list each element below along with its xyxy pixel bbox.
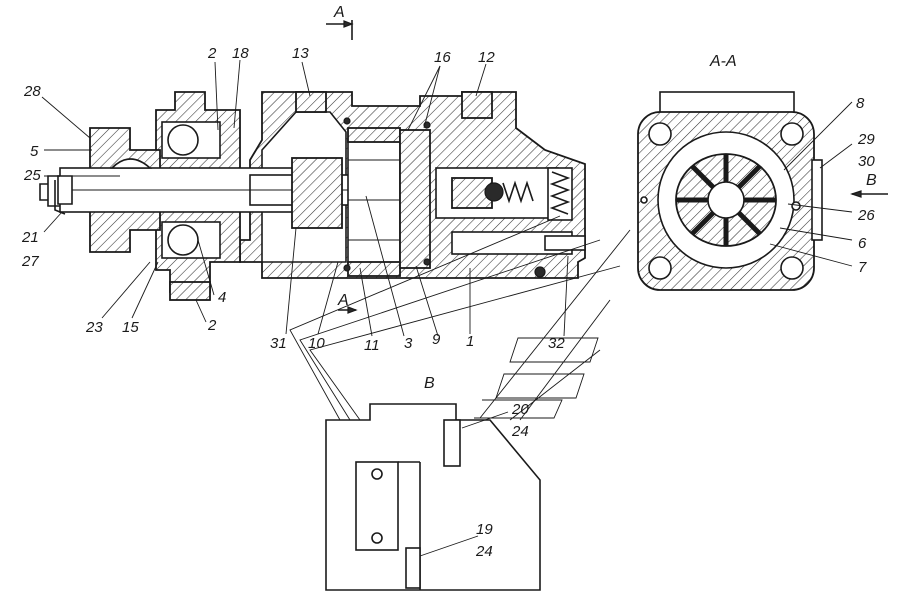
callout-7: 7 [858,259,867,276]
callouts: 28 5 25 21 27 23 15 4 2 2 18 13 16 12 31… [21,45,875,560]
callout-11: 11 [364,337,380,354]
callout-24-top: 24 [511,423,529,440]
callout-25: 25 [23,167,41,184]
callout-4: 4 [218,289,226,306]
view-arrow-label: B [866,172,877,189]
callout-24-bottom: 24 [475,543,493,560]
bolt-hole-bl [648,256,672,280]
bolt-hole-br [780,256,804,280]
projection-lines [289,215,631,421]
callout-26: 26 [857,207,875,224]
rotor-center [707,181,745,219]
rotor-hub [291,157,343,229]
callout-23: 23 [85,319,103,336]
outlet-port [461,91,493,119]
view-b: B [289,215,631,591]
leader-lines [41,59,853,557]
callout-5: 5 [30,143,39,160]
side-tab [811,159,823,241]
valve-plug [547,167,573,221]
fitting-20 [443,419,461,467]
callout-2-top: 2 [207,45,217,62]
callout-10: 10 [308,335,325,352]
callout-20: 20 [511,401,529,418]
stator-bottom [347,261,401,277]
callout-12: 12 [478,49,495,66]
callout-1: 1 [466,333,474,350]
callout-21: 21 [21,229,39,246]
rotor-vanes [676,154,776,246]
mounting-foot [169,281,211,301]
flange-top [659,91,795,115]
callout-29: 29 [857,131,875,148]
callout-16: 16 [434,49,451,66]
shaft-nut [57,175,73,205]
section-mark-top: A [333,4,345,21]
stator-top [347,127,401,143]
callout-19: 19 [476,521,493,538]
callout-15: 15 [122,319,139,336]
callout-2-bottom: 2 [207,317,217,334]
callout-13: 13 [292,45,309,62]
bolt-hole-tl [648,122,672,146]
fitting [544,235,586,251]
inlet-port [295,91,327,113]
callout-30: 30 [858,153,875,170]
callout-8: 8 [856,95,865,112]
main-section-view [39,91,586,301]
section-mark-bottom: A [337,292,349,309]
callout-3: 3 [404,335,413,352]
section-a-a-title: A-A [709,53,737,70]
callout-27: 27 [21,253,39,270]
callout-32: 32 [548,335,565,352]
bearing-ball-lower [167,224,199,256]
section-line-a: A A [326,4,358,314]
rotor [347,139,401,265]
callout-6: 6 [858,235,867,252]
bolt-hole-tr [780,122,804,146]
callout-18: 18 [232,45,249,62]
view-b-title: B [424,375,435,392]
callout-31: 31 [270,335,287,352]
check-ball [484,182,504,202]
fitting-19 [405,547,421,589]
view-b-arrow: B [850,172,888,198]
section-a-a-view: A-A [637,53,823,291]
callout-9: 9 [432,331,441,348]
distribution-disk [399,129,431,269]
bearing-ball-upper [167,124,199,156]
callout-28: 28 [23,83,41,100]
